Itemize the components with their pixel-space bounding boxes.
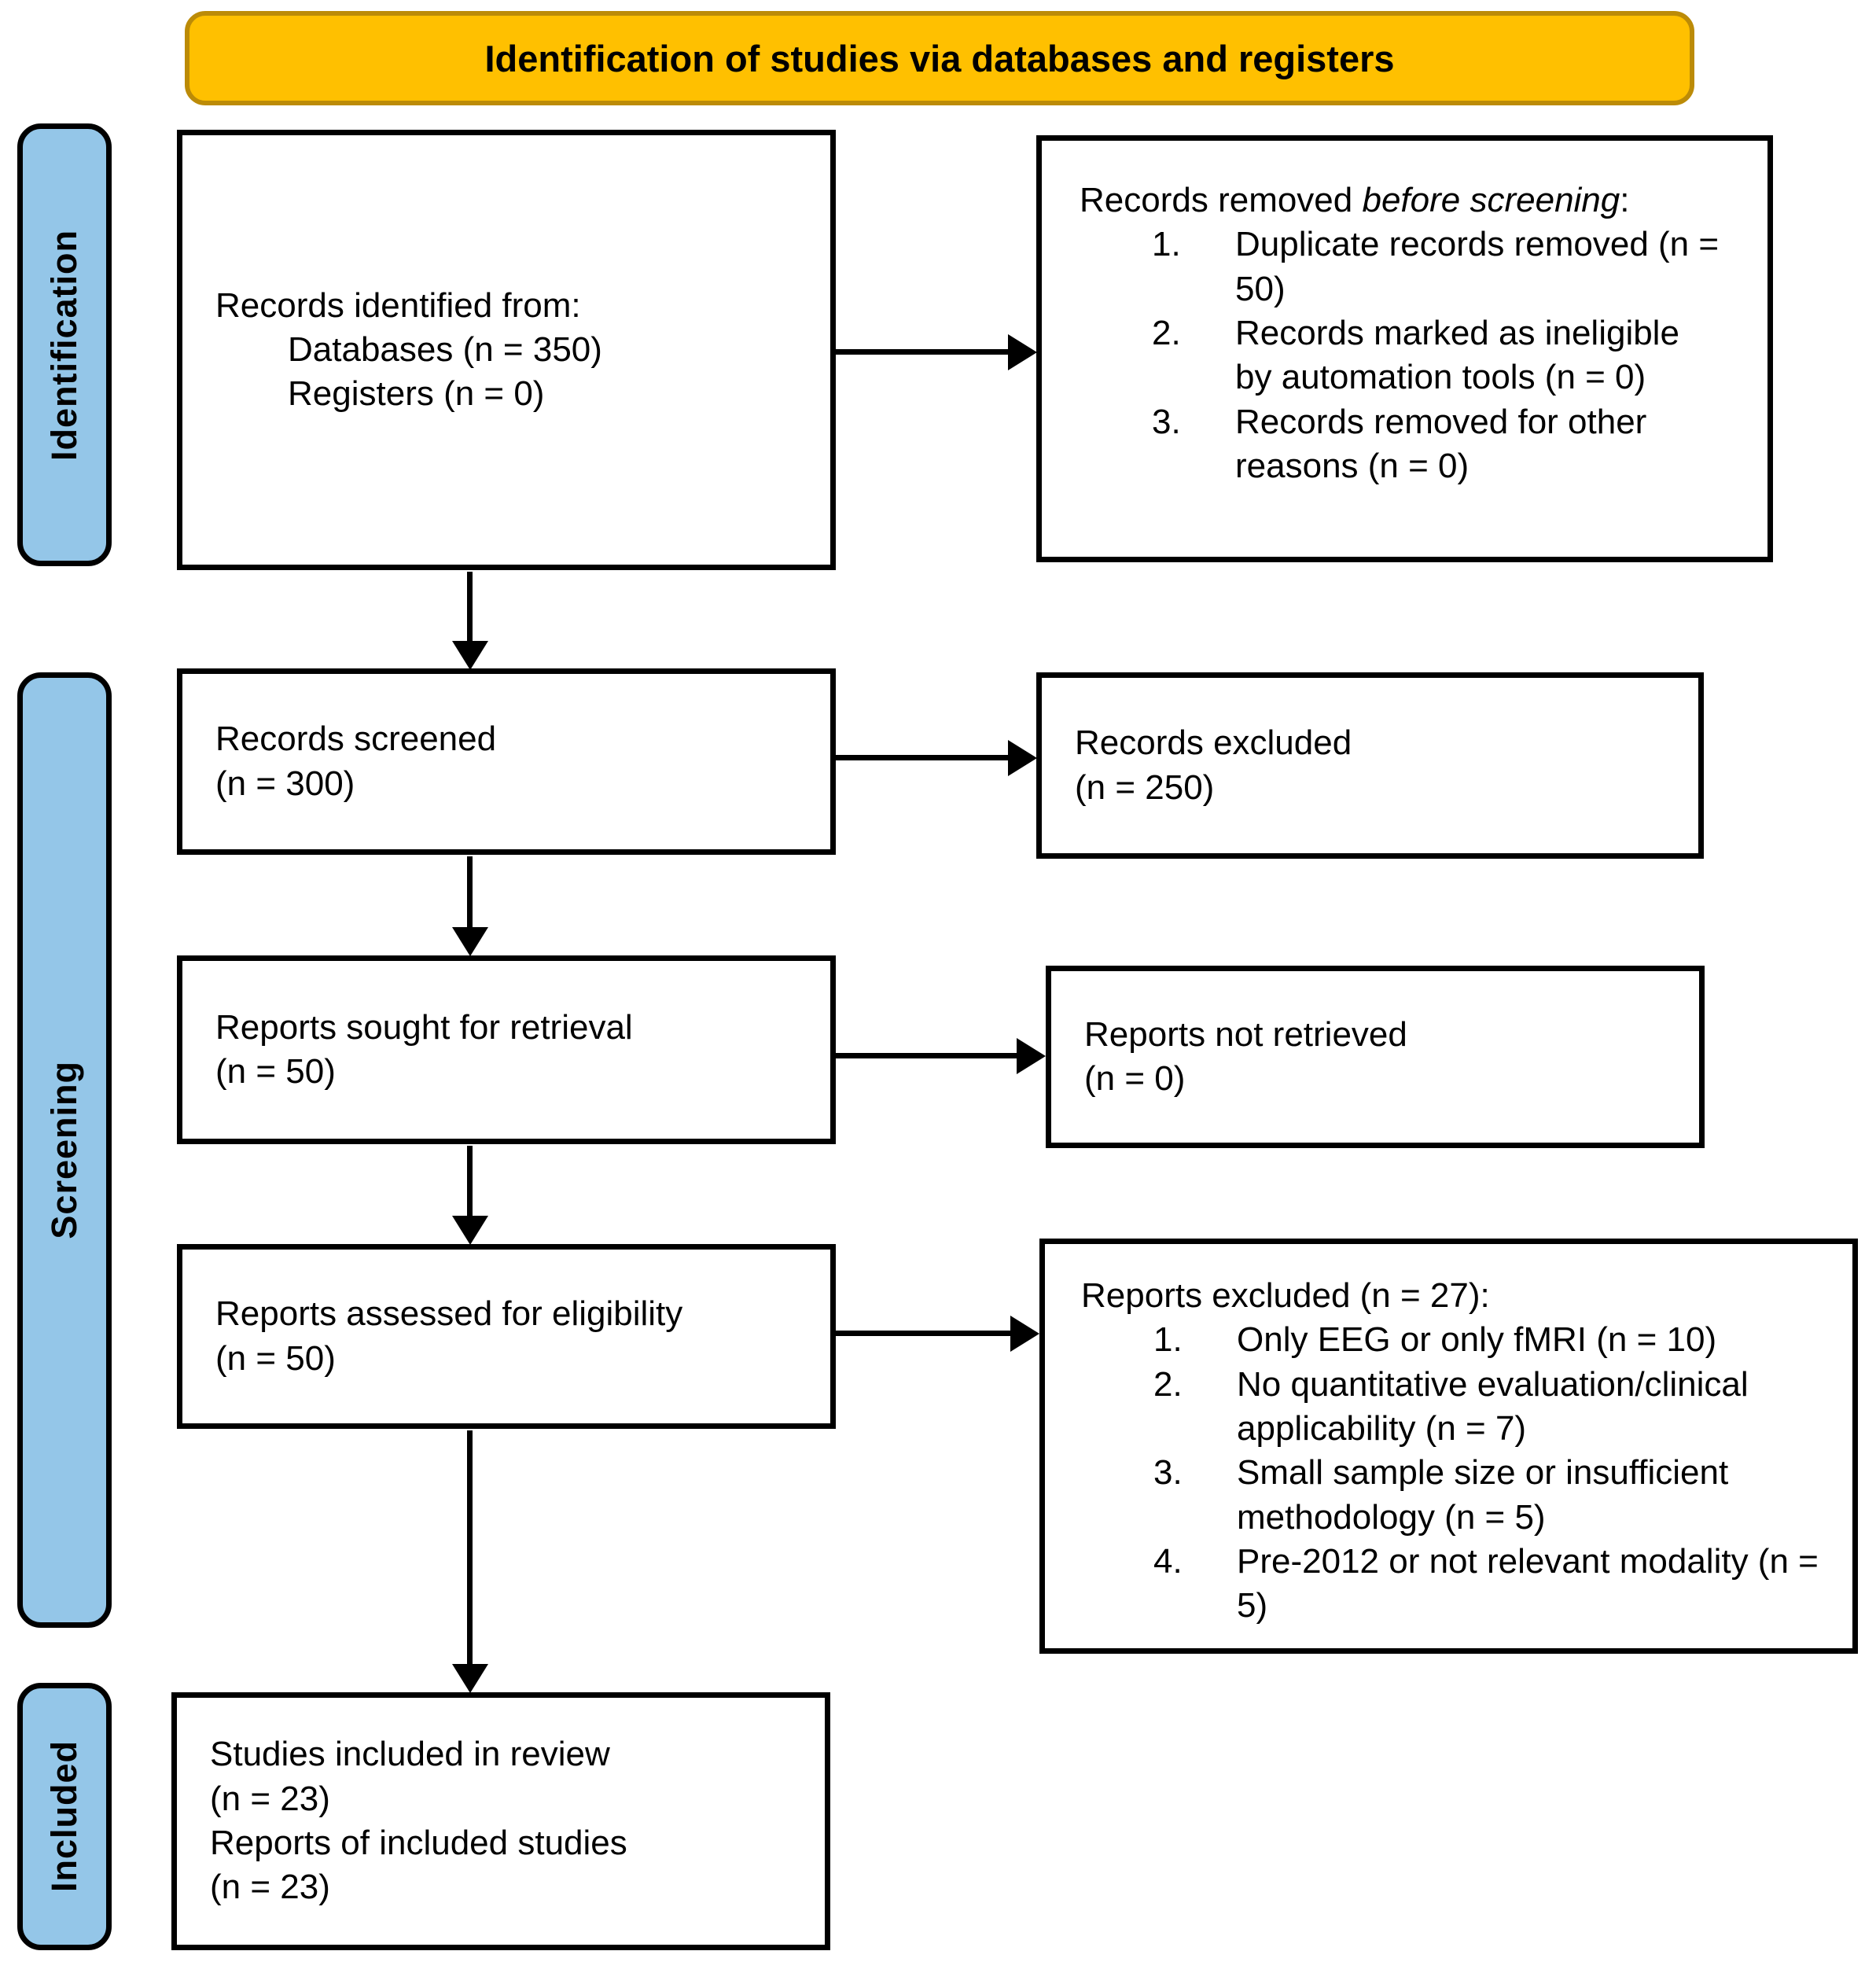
arrow-line — [836, 1053, 1017, 1058]
stage-label-text: Identification — [44, 229, 84, 461]
list-item: Pre-2012 or not relevant modality (n = 5… — [1153, 1540, 1819, 1625]
box-text-line: Records identified from: — [215, 285, 581, 325]
list-item: Only EEG or only fMRI (n = 10) — [1153, 1318, 1717, 1363]
box-text-line: (n = 23) — [210, 1868, 330, 1907]
arrow-head — [452, 641, 488, 670]
arrow-head — [1010, 1316, 1039, 1352]
box-text-line: Reports assessed for eligibility — [215, 1294, 683, 1334]
records-removed-list: Duplicate records removed (n = 50) Recor… — [1080, 223, 1744, 488]
box-text-line: Records excluded — [1075, 723, 1352, 763]
box-text-line: (n = 50) — [215, 1338, 336, 1378]
box-records-removed: Records removed before screening: Duplic… — [1036, 135, 1773, 562]
box-reports-assessed: Reports assessed for eligibility (n = 50… — [177, 1244, 836, 1429]
arrow-head — [1008, 334, 1037, 370]
box-reports-sought: Reports sought for retrieval (n = 50) — [177, 955, 836, 1144]
box-text-line: (n = 0) — [1084, 1059, 1186, 1098]
box-intro-line: Records removed before screening: — [1080, 179, 1744, 223]
box-text-line: (n = 50) — [215, 1052, 336, 1091]
arrow-head — [452, 1216, 488, 1245]
banner-title: Identification of studies via databases … — [484, 37, 1395, 79]
list-item: Small sample size or insufficient method… — [1153, 1451, 1729, 1537]
list-item: Records removed for other reasons (n = 0… — [1152, 400, 1647, 485]
box-text-line: Reports sought for retrieval — [215, 1007, 633, 1047]
arrow-line — [836, 349, 1008, 355]
stage-label-identification: Identification — [17, 123, 112, 566]
arrow-line — [467, 572, 473, 641]
box-text-line: (n = 300) — [215, 764, 355, 803]
box-records-screened: Records screened (n = 300) — [177, 668, 836, 855]
stage-label-screening: Screening — [17, 672, 112, 1628]
box-records-identified: Records identified from: Databases (n = … — [177, 130, 836, 570]
box-text-line: Registers (n = 0) — [288, 374, 545, 414]
box-reports-excluded: Reports excluded (n = 27): Only EEG or o… — [1039, 1239, 1858, 1654]
box-text-line: Reports of included studies — [210, 1824, 627, 1862]
box-text-line: Records screened — [215, 720, 497, 759]
intro-italic: before screening — [1362, 181, 1620, 219]
box-text-line: (n = 23) — [210, 1779, 330, 1818]
list-item: Records marked as ineligible by automati… — [1152, 311, 1679, 397]
box-text-line: Databases (n = 350) — [288, 329, 602, 369]
stage-label-included: Included — [17, 1683, 112, 1950]
arrow-head — [452, 1664, 488, 1693]
box-records-excluded: Records excluded (n = 250) — [1036, 672, 1704, 859]
arrow-head — [1017, 1038, 1046, 1074]
list-item: Duplicate records removed (n = 50) — [1152, 223, 1720, 308]
banner: Identification of studies via databases … — [185, 11, 1694, 105]
box-studies-included: Studies included in review (n = 23) Repo… — [171, 1692, 830, 1950]
arrow-line — [836, 1331, 1011, 1336]
box-text-line: Reports not retrieved — [1084, 1014, 1407, 1054]
intro-suffix: : — [1620, 181, 1630, 219]
arrow-line — [836, 755, 1008, 760]
arrow-head — [1008, 740, 1037, 776]
box-intro-line: Reports excluded (n = 27): — [1081, 1276, 1490, 1315]
arrow-head — [452, 927, 488, 956]
arrow-line — [467, 1146, 473, 1216]
reports-excluded-list: Only EEG or only fMRI (n = 10) No quanti… — [1081, 1318, 1832, 1628]
box-text-line: (n = 250) — [1075, 767, 1215, 807]
box-text-line: Studies included in review — [210, 1735, 610, 1774]
arrow-line — [467, 856, 473, 927]
arrow-line — [467, 1430, 473, 1664]
box-reports-not-retrieved: Reports not retrieved (n = 0) — [1046, 966, 1705, 1148]
stage-label-text: Included — [44, 1740, 84, 1893]
intro-prefix: Records removed — [1080, 181, 1363, 219]
list-item: No quantitative evaluation/clinical appl… — [1153, 1363, 1749, 1448]
stage-label-text: Screening — [44, 1061, 84, 1239]
